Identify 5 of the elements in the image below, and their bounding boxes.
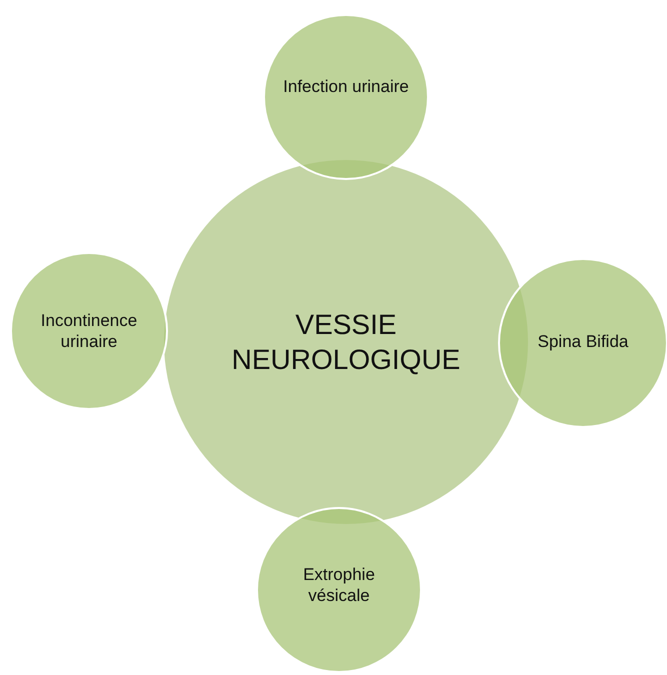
circle-label: Infection urinaire: [282, 76, 410, 98]
circle-label: Incontinence urinaire: [40, 310, 138, 352]
circle-label: VESSIE NEUROLOGIQUE: [230, 308, 462, 377]
circle-label: Spina Bifida: [536, 331, 630, 353]
circle-label: Extrophie vésicale: [302, 564, 376, 606]
